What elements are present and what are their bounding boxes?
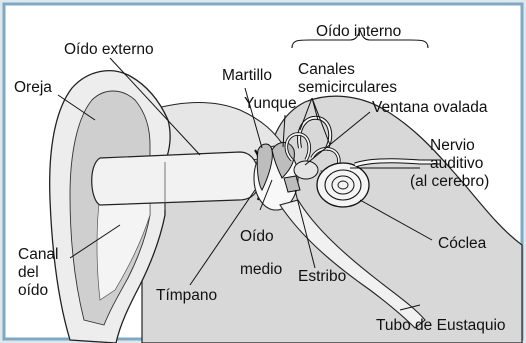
label-timpano: Tímpano <box>156 287 217 304</box>
label-ventana-ovalada: Ventana ovalada <box>372 99 488 116</box>
label-estribo: Estribo <box>298 268 346 285</box>
label-canal-3: oído <box>18 282 48 299</box>
label-nervio-3: (al cerebro) <box>410 173 489 190</box>
label-oido-medio-2: medio <box>240 261 282 278</box>
label-tubo-eustaquio: Tubo de Eustaquio <box>376 317 506 334</box>
label-coclea: Cóclea <box>438 235 487 252</box>
label-canales-1: Canales <box>298 61 355 78</box>
label-oido-externo: Oído externo <box>64 41 154 58</box>
label-oido-medio-1: Oído <box>240 228 274 245</box>
label-oreja: Oreja <box>14 79 52 96</box>
label-nervio-2: auditivo <box>430 155 483 172</box>
label-canales-2: semicirculares <box>298 79 397 96</box>
label-martillo: Martillo <box>222 67 272 84</box>
label-nervio-1: Nervio <box>430 137 475 154</box>
label-canal-2: del <box>18 264 39 281</box>
label-oido-interno: Oído interno <box>316 23 401 40</box>
label-canal-1: Canal <box>18 246 59 263</box>
ear-canal <box>92 152 258 205</box>
label-yunque: Yunque <box>244 95 297 112</box>
